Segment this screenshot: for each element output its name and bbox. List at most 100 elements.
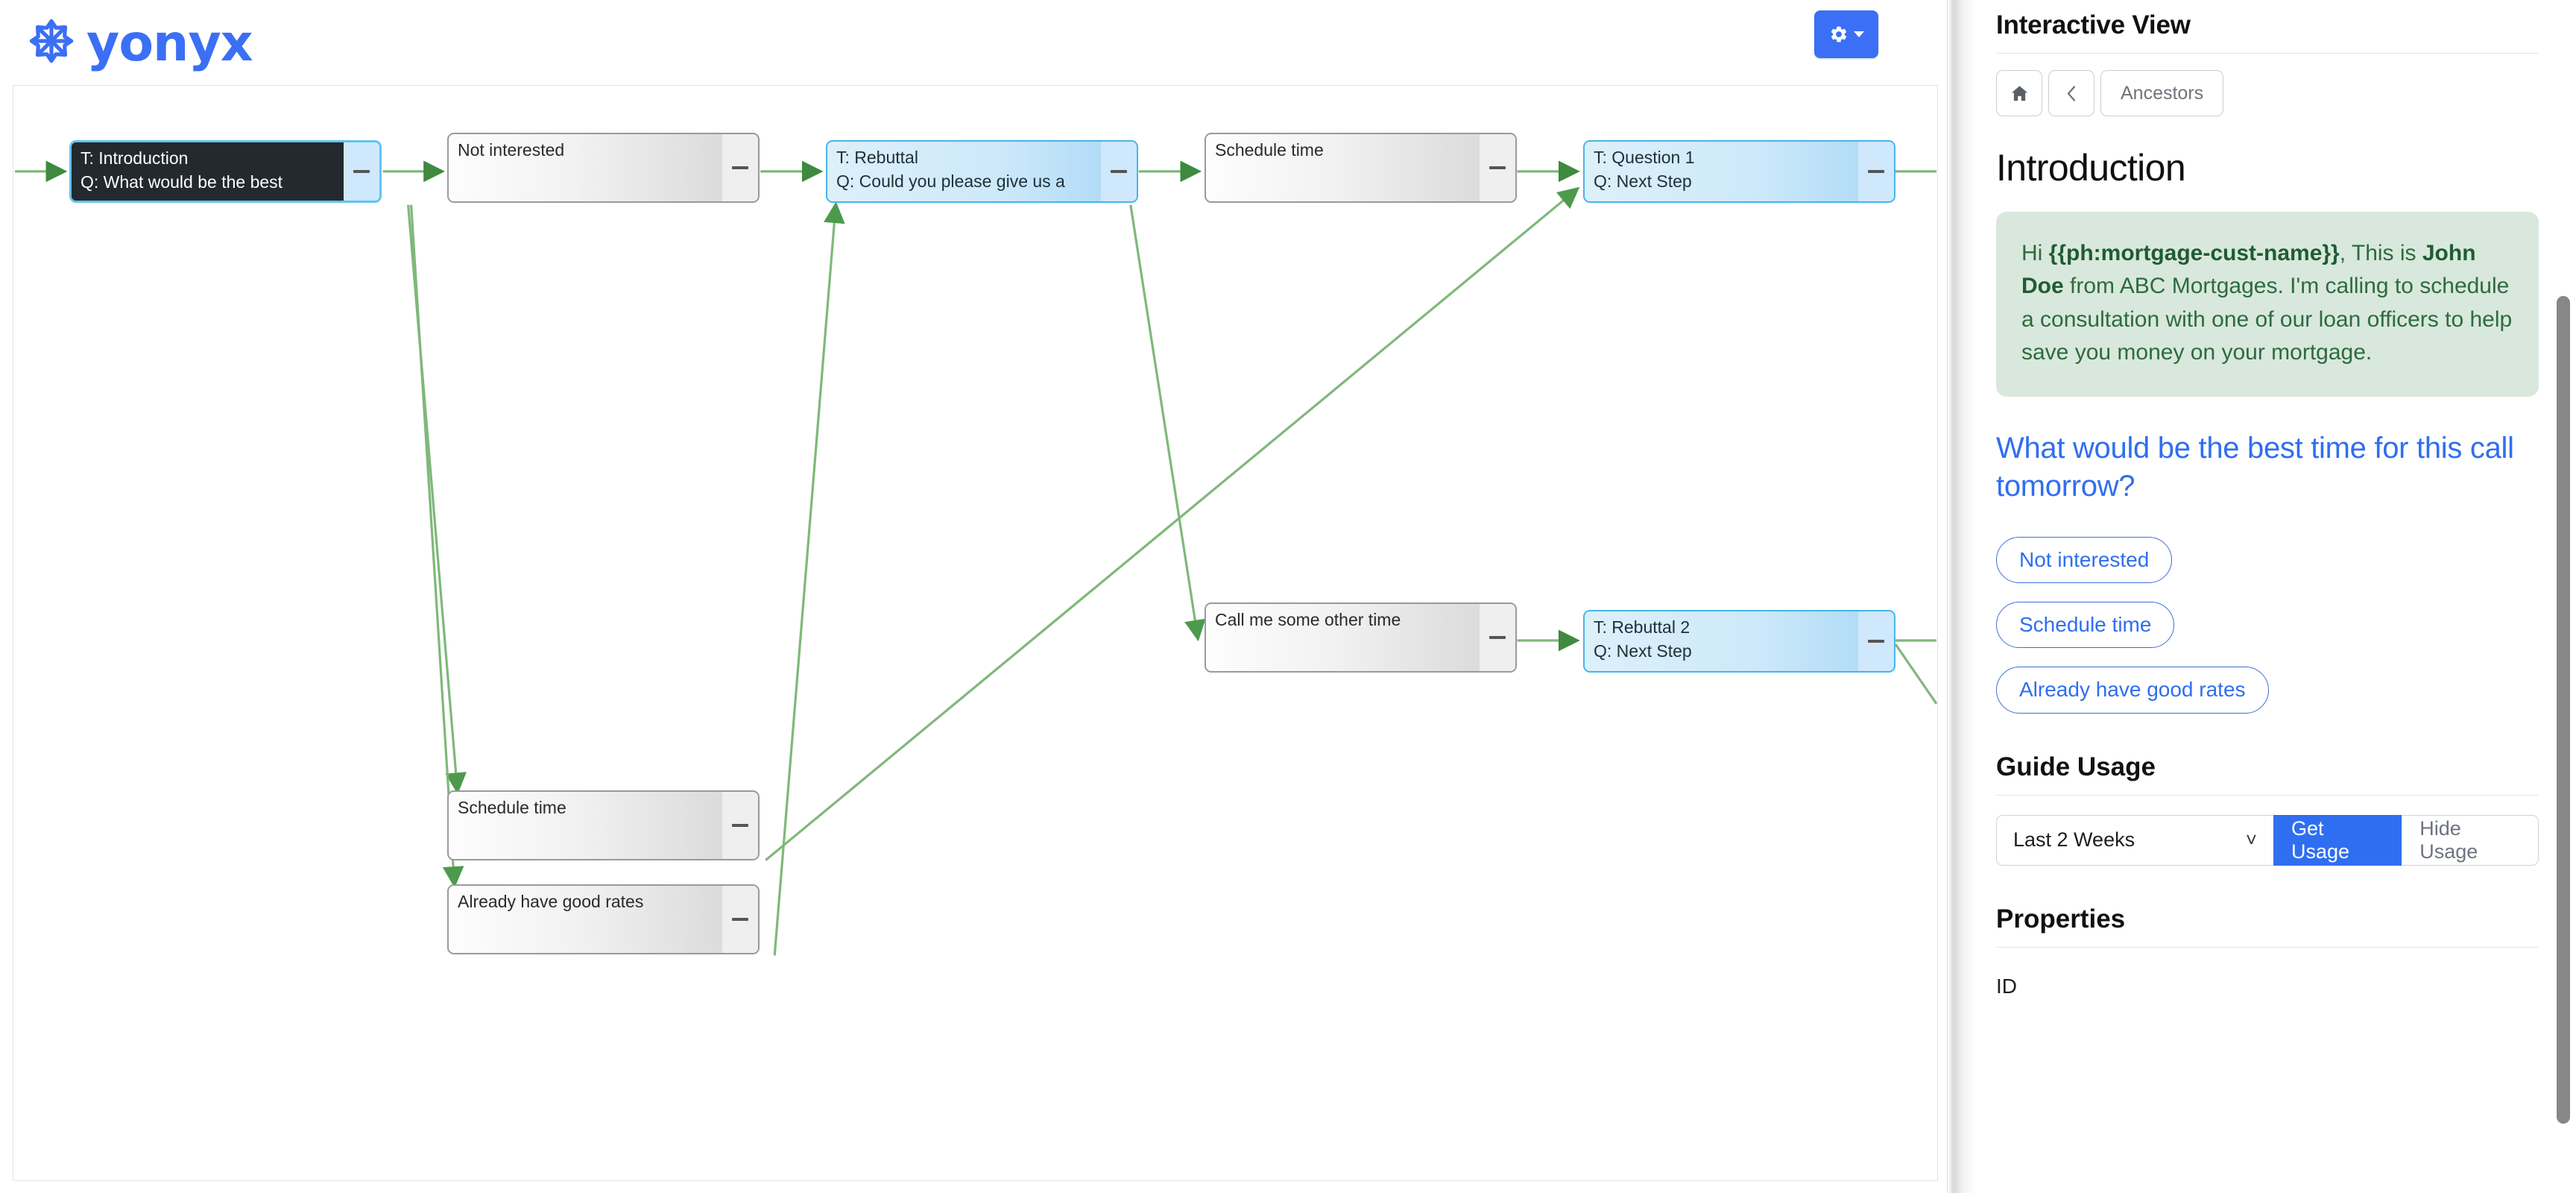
chevron-down-icon: ˅ xyxy=(2245,828,2257,851)
node-collapse-button[interactable] xyxy=(722,134,758,201)
node-line-primary: Schedule time xyxy=(458,799,566,817)
minus-icon xyxy=(1868,640,1884,643)
properties-heading: Properties xyxy=(1996,904,2126,934)
app-header: yonyx xyxy=(0,0,1947,84)
minus-icon xyxy=(732,824,748,827)
divider xyxy=(1996,946,2539,948)
minus-icon xyxy=(1868,170,1884,173)
flowchart-pane: yonyx xyxy=(0,0,1947,1181)
breadcrumb: Ancestors xyxy=(1996,70,2539,116)
node-line-primary: Schedule time xyxy=(1215,141,1324,160)
node-body: Not interested xyxy=(449,134,722,201)
node-body: Schedule time xyxy=(1206,134,1480,201)
script-message-text: Hi {{ph:mortgage-cust-name}}, This is Jo… xyxy=(2021,237,2513,370)
node-body: T: Rebuttal 2 Q: Next Step xyxy=(1585,611,1858,671)
answer-option-2[interactable]: Schedule time xyxy=(1996,602,2175,649)
home-icon xyxy=(2011,85,2027,101)
node-body: Already have good rates xyxy=(449,886,722,953)
flow-node-schedule-time-top[interactable]: MSchedule time xyxy=(1205,133,1517,203)
yonyx-starburst-icon xyxy=(29,19,74,63)
flow-node-rebuttal-2[interactable]: PT: Rebuttal 2Q: Next Step xyxy=(1583,610,1895,673)
get-usage-label: Get Usage xyxy=(2291,816,2350,863)
node-line-secondary: Q: Next Step xyxy=(1594,171,1692,191)
divider xyxy=(1996,794,2539,796)
node-collapse-button[interactable] xyxy=(1858,142,1894,201)
node-line-primary: Already have good rates xyxy=(458,893,644,911)
answer-option-label: Already have good rates xyxy=(2019,678,2246,702)
question-text: What would be the best time for this cal… xyxy=(1996,431,2514,503)
script-message-box: Hi {{ph:mortgage-cust-name}}, This is Jo… xyxy=(1996,212,2539,397)
node-line-primary: T: Rebuttal 2 xyxy=(1594,618,1690,637)
node-collapse-button[interactable] xyxy=(1480,604,1515,671)
interactive-view-pane: Interactive View Ancestors Introducti xyxy=(1977,0,2576,1193)
home-button[interactable] xyxy=(1996,70,2042,116)
message-placeholder-token: {{ph:mortgage-cust-name}} xyxy=(2048,241,2340,265)
node-collapse-button[interactable] xyxy=(722,886,758,953)
chevron-left-icon xyxy=(2067,85,2075,101)
flow-node-call-me-later[interactable]: Call me some other time xyxy=(1205,602,1517,673)
settings-button[interactable] xyxy=(1814,10,1878,58)
node-line-primary: T: Rebuttal xyxy=(836,148,918,167)
pane-divider xyxy=(1947,0,1977,1193)
panel-scrollbar-thumb[interactable] xyxy=(2557,296,2570,1124)
node-collapse-button[interactable] xyxy=(344,142,379,201)
message-mid: , This is xyxy=(2339,241,2422,265)
get-usage-button[interactable]: Get Usage xyxy=(2273,814,2402,866)
node-line-primary: T: Introduction xyxy=(80,149,189,168)
node-title: Introduction xyxy=(1996,147,2186,189)
minus-icon xyxy=(732,166,748,169)
hide-usage-button[interactable]: Hide Usage xyxy=(2402,814,2539,866)
node-line-secondary: Q: Could you please give us a xyxy=(836,171,1065,191)
brand-name: yonyx xyxy=(86,14,253,73)
node-collapse-button[interactable] xyxy=(1480,134,1515,201)
flow-node-schedule-time-low[interactable]: Schedule time xyxy=(447,790,760,860)
ancestors-button[interactable]: Ancestors xyxy=(2100,70,2224,116)
message-greeting: Hi xyxy=(2021,241,2049,265)
back-button[interactable] xyxy=(2048,70,2094,116)
guide-usage-controls: Last 2 Weeks ˅ Get Usage Hide Usage xyxy=(1996,814,2539,866)
node-body: Call me some other time xyxy=(1206,604,1480,671)
minus-icon xyxy=(353,170,370,173)
chevron-down-icon xyxy=(1853,31,1864,37)
gear-icon xyxy=(1831,26,1846,43)
node-line-primary: Not interested xyxy=(458,141,565,160)
minus-icon xyxy=(1111,170,1127,173)
node-body: T: Rebuttal Q: Could you please give us a xyxy=(827,142,1101,201)
node-body: T: Introduction Q: What would be the best xyxy=(72,142,344,201)
ancestors-label: Ancestors xyxy=(2121,82,2204,104)
node-line-primary: Call me some other time xyxy=(1215,611,1401,629)
node-line-secondary: Q: What would be the best xyxy=(80,172,283,192)
panel-title: Interactive View xyxy=(1996,10,2191,40)
brand-logo: yonyx xyxy=(24,10,253,72)
divider xyxy=(1996,53,2539,54)
answer-option-3[interactable]: Already have good rates xyxy=(1996,667,2269,714)
answer-option-1[interactable]: Not interested xyxy=(1996,536,2173,584)
node-line-secondary: Q: Next Step xyxy=(1594,641,1692,661)
node-line-primary: T: Question 1 xyxy=(1594,148,1695,167)
minus-icon xyxy=(1489,166,1506,169)
node-body: T: Question 1 Q: Next Step xyxy=(1585,142,1858,201)
message-rest: from ABC Mortgages. I'm calling to sched… xyxy=(2021,274,2513,365)
flow-node-question-1[interactable]: P C MT: Question 1Q: Next Step xyxy=(1583,140,1895,203)
node-collapse-button[interactable] xyxy=(1101,142,1137,201)
minus-icon xyxy=(1489,636,1506,639)
usage-range-value: Last 2 Weeks xyxy=(2013,828,2135,851)
node-body: Schedule time xyxy=(449,792,722,859)
flow-node-already-good-rates[interactable]: Already have good rates xyxy=(447,884,760,954)
property-id-label: ID xyxy=(1996,974,2017,998)
flow-node-not-interested[interactable]: Not interested xyxy=(447,133,760,203)
panel-scrollbar[interactable] xyxy=(2555,0,2572,1193)
usage-range-select[interactable]: Last 2 Weeks ˅ xyxy=(1996,814,2273,866)
answer-option-label: Not interested xyxy=(2019,547,2150,571)
node-collapse-button[interactable] xyxy=(722,792,758,859)
message-agent-name: John Doe xyxy=(2021,241,2476,299)
hide-usage-label: Hide Usage xyxy=(2419,816,2478,863)
answer-option-label: Schedule time xyxy=(2019,613,2152,637)
node-collapse-button[interactable] xyxy=(1858,611,1894,671)
minus-icon xyxy=(732,918,748,921)
guide-usage-heading: Guide Usage xyxy=(1996,752,2156,781)
